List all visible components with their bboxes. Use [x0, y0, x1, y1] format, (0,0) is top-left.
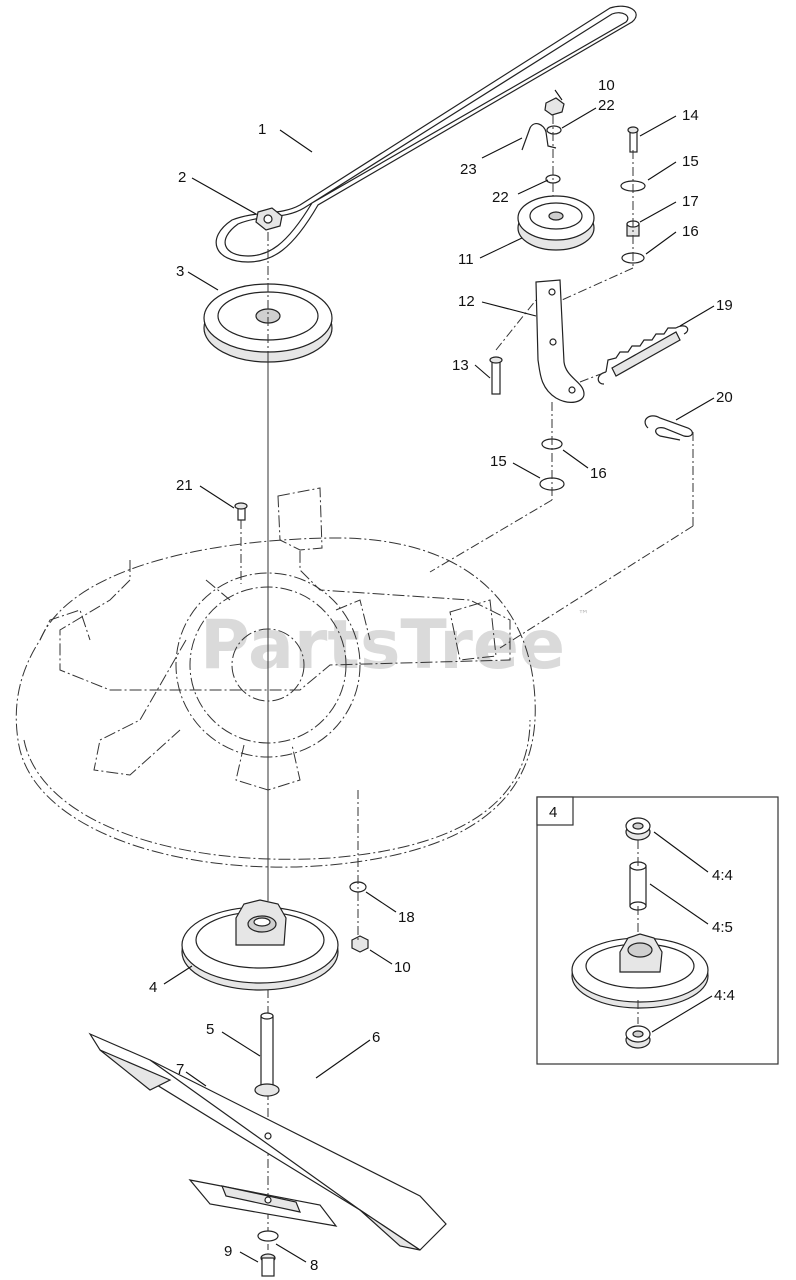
pulley-nut[interactable] — [255, 207, 283, 231]
callout-16-top[interactable]: 16 — [682, 223, 699, 240]
washer-upper[interactable] — [546, 125, 562, 135]
callout-4[interactable]: 4 — [149, 979, 157, 996]
arm-to-deck-line — [429, 499, 553, 573]
leader-lines — [163, 89, 715, 1263]
inset-callout-4-5[interactable]: 4:5 — [712, 919, 733, 936]
callout-9[interactable]: 9 — [224, 1243, 232, 1260]
shoulder-bolt[interactable] — [627, 126, 639, 153]
callout-19[interactable]: 19 — [716, 297, 733, 314]
extension-spring[interactable] — [597, 325, 689, 385]
blade-washer[interactable] — [257, 1230, 279, 1242]
callout-5[interactable]: 5 — [206, 1021, 214, 1038]
stack-to-arm-line — [561, 267, 634, 301]
bracket-to-deck-line — [499, 525, 694, 649]
callout-17[interactable]: 17 — [682, 193, 699, 210]
deck-bolt[interactable] — [234, 502, 248, 521]
callout-18[interactable]: 18 — [398, 909, 415, 926]
spring-bracket[interactable] — [644, 415, 693, 441]
spindle-shaft[interactable] — [254, 1012, 280, 1097]
inset-callout-4-4-top[interactable]: 4:4 — [712, 867, 733, 884]
lower-nut[interactable] — [351, 935, 369, 953]
callout-15-lower[interactable]: 15 — [490, 453, 507, 470]
callout-16-lower[interactable]: 16 — [590, 465, 607, 482]
spindle-housing[interactable] — [181, 899, 339, 991]
pivot-bolt[interactable] — [489, 356, 503, 395]
callout-3[interactable]: 3 — [176, 263, 184, 280]
callout-1[interactable]: 1 — [258, 121, 266, 138]
spring-alignment-line — [579, 371, 607, 383]
blade-bolt[interactable] — [260, 1253, 276, 1277]
callout-7[interactable]: 7 — [176, 1061, 184, 1078]
inset-housing[interactable] — [571, 933, 709, 1009]
callout-10-lower[interactable]: 10 — [394, 959, 411, 976]
callout-15-top[interactable]: 15 — [682, 153, 699, 170]
callout-20[interactable]: 20 — [716, 389, 733, 406]
callout-22-top[interactable]: 22 — [598, 97, 615, 114]
idler-nut[interactable] — [544, 97, 565, 116]
inset-spacer[interactable] — [629, 861, 647, 911]
callout-13[interactable]: 13 — [452, 357, 469, 374]
watermark-tm: ™ — [578, 608, 589, 621]
callout-23[interactable]: 23 — [460, 161, 477, 178]
inset-detail-4: 4 4: — [536, 796, 779, 1065]
mower-blade[interactable] — [88, 1032, 447, 1251]
callout-10-top[interactable]: 10 — [598, 77, 615, 94]
idler-arm[interactable] — [535, 279, 585, 403]
callout-2[interactable]: 2 — [178, 169, 186, 186]
callout-8[interactable]: 8 — [310, 1257, 318, 1274]
mower-deck — [15, 487, 536, 868]
callout-22-lower[interactable]: 22 — [492, 189, 509, 206]
inset-label: 4 — [549, 804, 557, 821]
callout-11[interactable]: 11 — [458, 251, 474, 268]
callout-21[interactable]: 21 — [176, 477, 193, 494]
belt[interactable] — [215, 5, 637, 263]
callout-12[interactable]: 12 — [458, 293, 475, 310]
idler-pulley[interactable] — [517, 195, 595, 251]
inset-callout-4-4-bottom[interactable]: 4:4 — [714, 987, 735, 1004]
blade-adapter[interactable] — [188, 1179, 338, 1227]
callout-6[interactable]: 6 — [372, 1029, 380, 1046]
belt-guide[interactable] — [521, 123, 557, 151]
callout-14[interactable]: 14 — [682, 107, 699, 124]
inset-bearing-top[interactable] — [625, 817, 651, 841]
inset-bearing-bottom[interactable] — [625, 1025, 651, 1049]
bolt-alignment-line — [495, 299, 537, 351]
